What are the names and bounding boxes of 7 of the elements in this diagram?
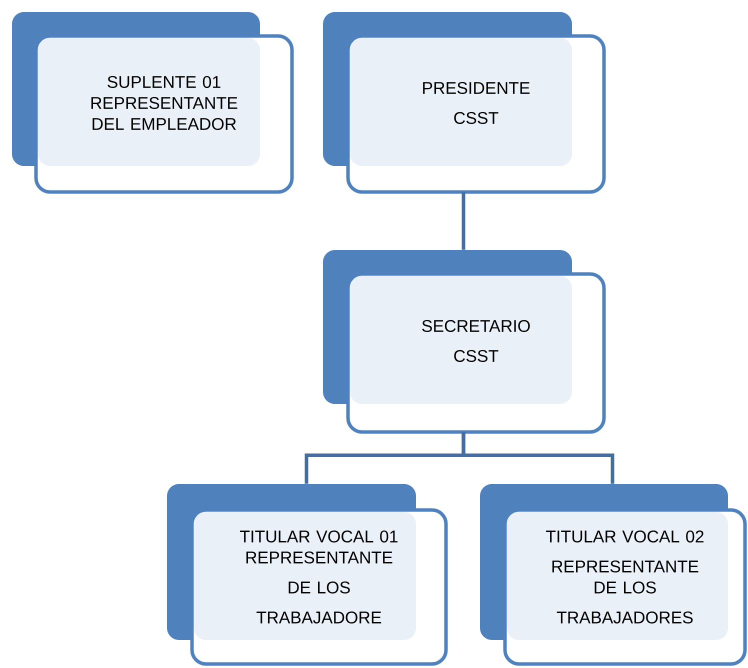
connector-line [462, 192, 466, 250]
org-box: TITULAR VOCAL 02 REPRESENTANTE DE LOS TRABAJADORES [480, 484, 747, 666]
org-box: PRESIDENTE CSST [323, 12, 606, 194]
org-box: TITULAR VOCAL 01 REPRESENTANTE DE LOS TRABAJADORE [167, 484, 448, 666]
org-box: SUPLENTE 01 REPRESENTANTE DEL EMPLEADOR [12, 12, 294, 194]
org-box: SECRETARIO CSST [323, 250, 606, 434]
connector-line [462, 432, 614, 484]
